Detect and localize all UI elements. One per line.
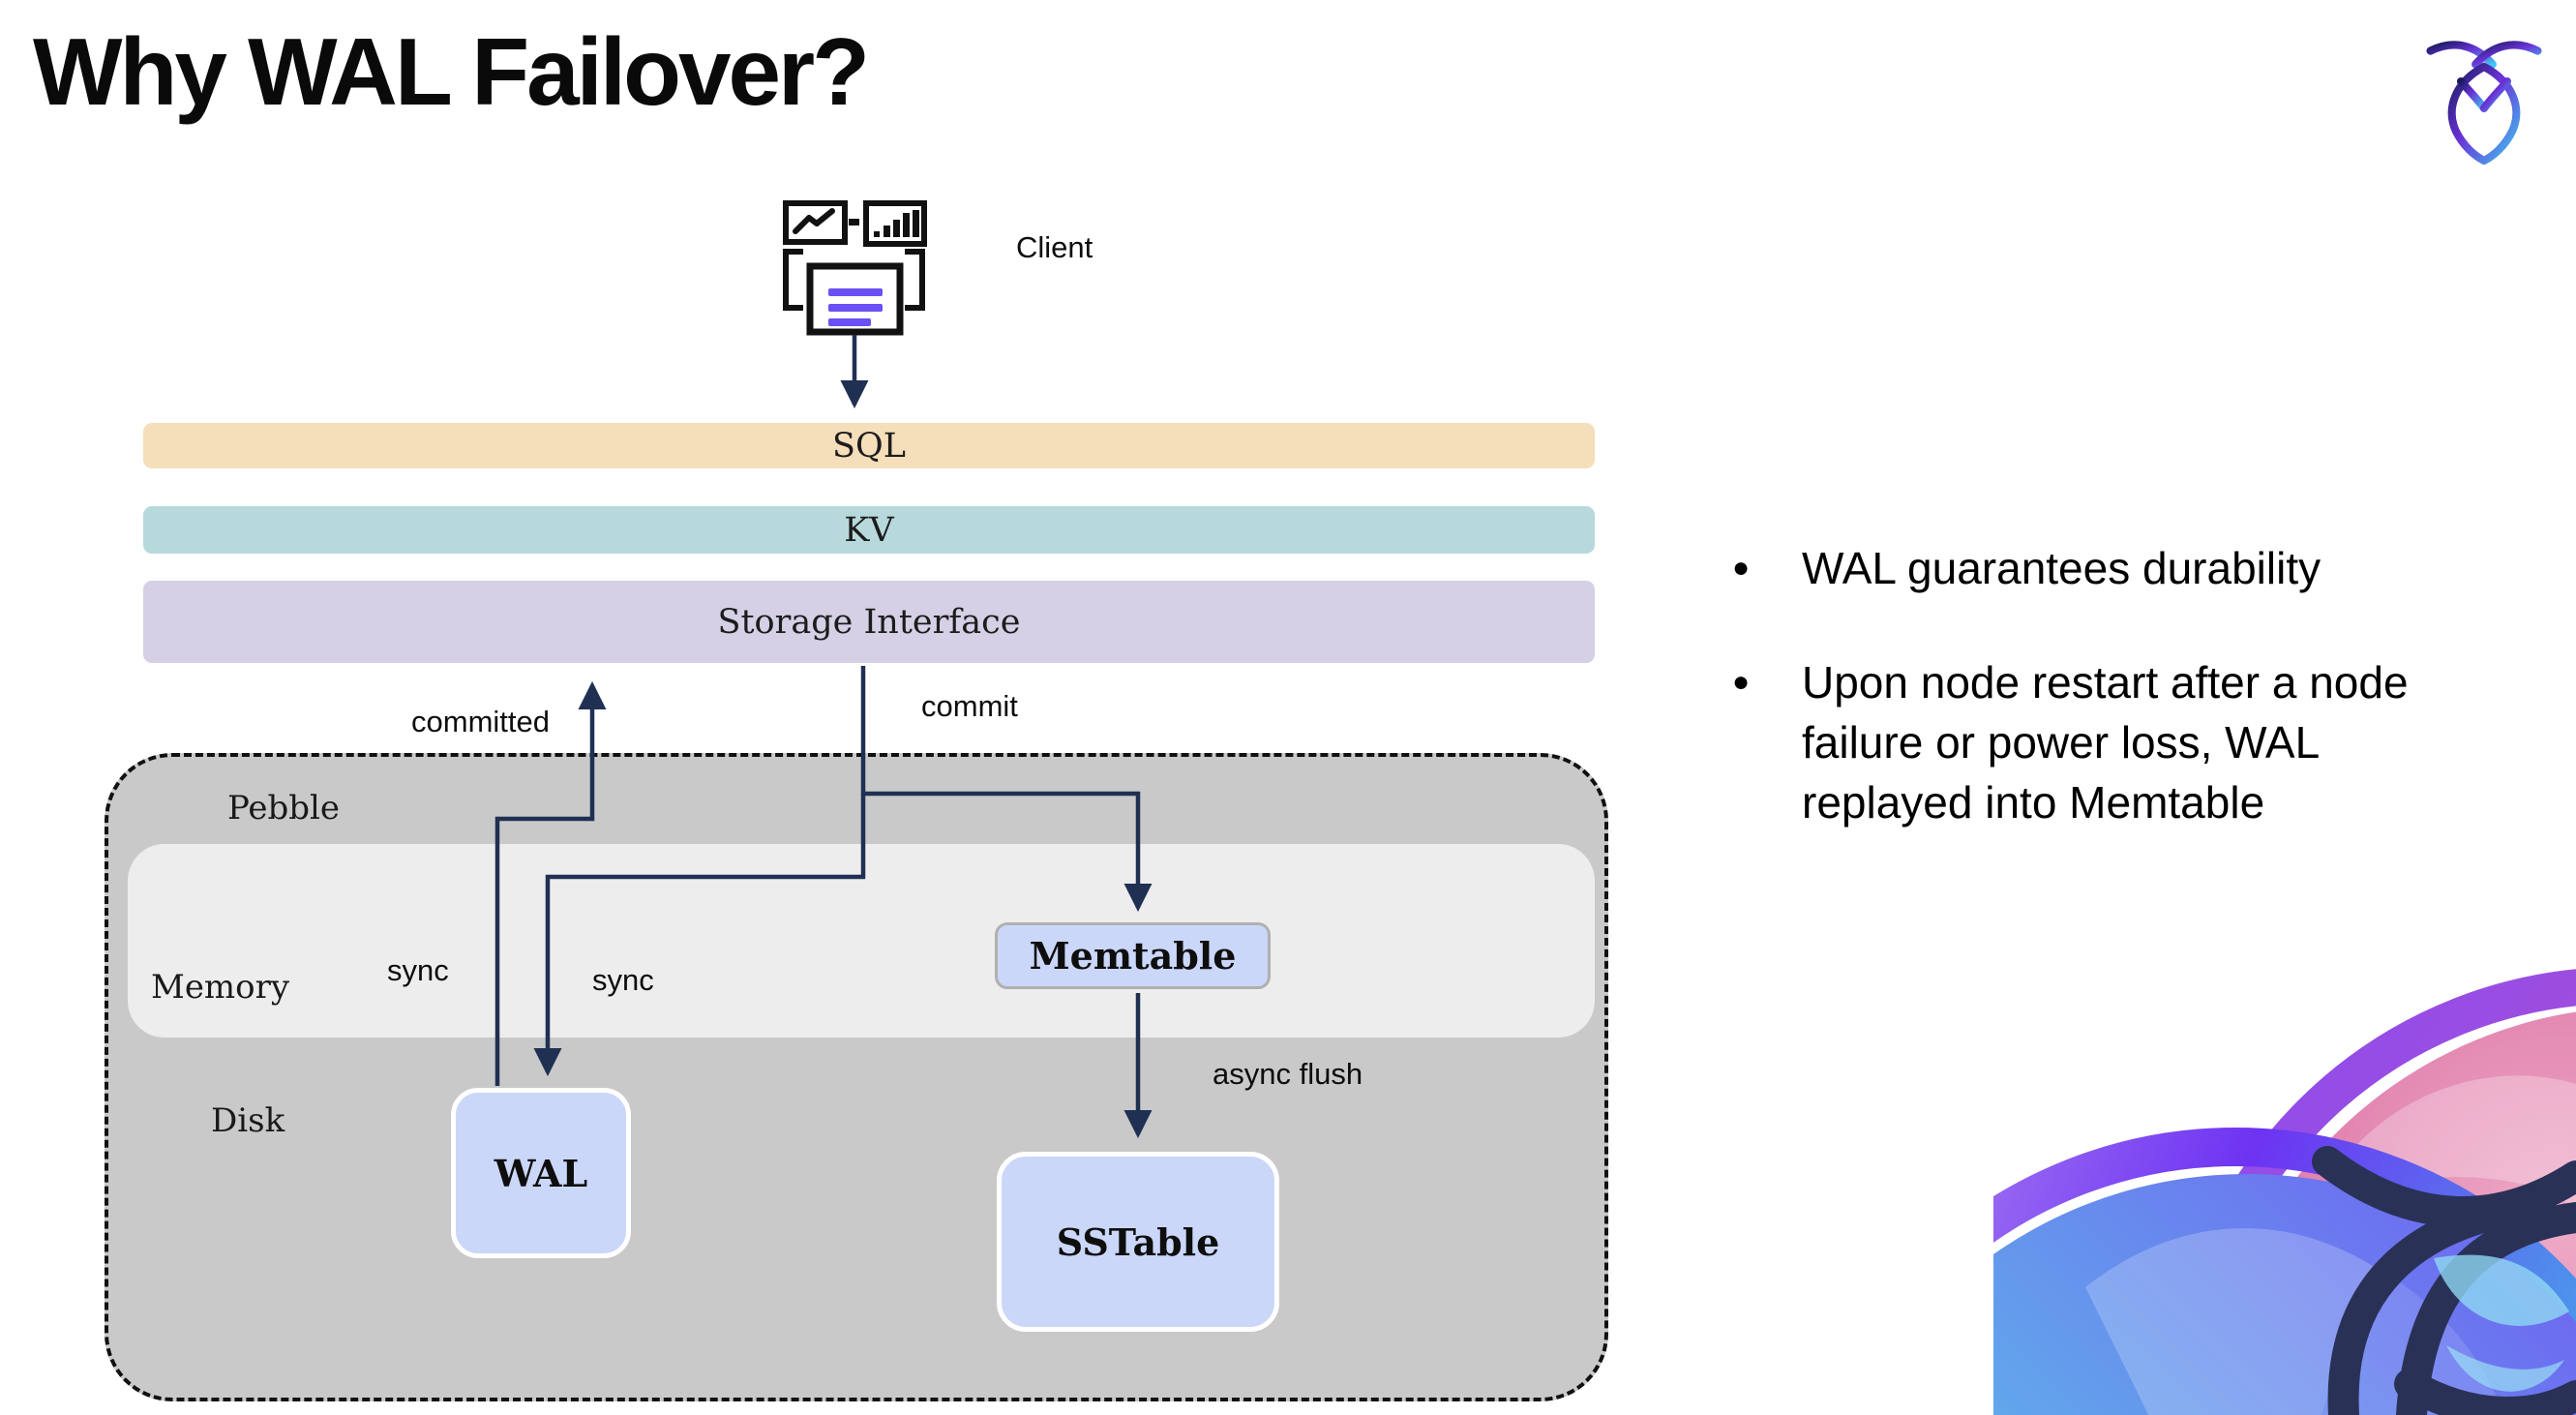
bullet-text: WAL guarantees durability [1802, 543, 2321, 593]
memtable-label: Memtable [1029, 934, 1237, 978]
memory-band [128, 844, 1595, 1038]
list-item: ● WAL guarantees durability [1732, 538, 2535, 598]
wal-box: WAL [451, 1088, 631, 1258]
list-item: ● Upon node restart after a node failure… [1732, 652, 2535, 832]
cockroach-brand-artwork [1993, 969, 2576, 1415]
layer-storage-label: Storage Interface [717, 602, 1021, 642]
page-title: Why WAL Failover? [33, 18, 870, 125]
disk-label: Disk [211, 1101, 285, 1140]
layer-sql-label: SQL [832, 426, 906, 466]
memory-label: Memory [151, 968, 290, 1007]
client-label: Client [1016, 230, 1093, 264]
commit-label: commit [921, 689, 1018, 723]
async-flush-label: async flush [1213, 1057, 1363, 1091]
line-chart-icon [783, 200, 848, 245]
layer-kv: KV [143, 506, 1595, 554]
bullet-dot: ● [1732, 666, 1751, 698]
sstable-label: SSTable [1056, 1219, 1220, 1264]
minus-connector [849, 219, 859, 226]
pebble-label: Pebble [227, 789, 340, 828]
wal-label: WAL [494, 1151, 588, 1195]
memtable-box: Memtable [995, 922, 1271, 989]
bullet-dot: ● [1732, 552, 1751, 584]
sstable-box: SSTable [997, 1152, 1279, 1332]
bullet-text: Upon node restart after a node failure o… [1802, 657, 2409, 828]
committed-label: committed [411, 705, 550, 738]
bracket-frame [783, 249, 925, 311]
client-workstation-icon [783, 200, 927, 336]
bullet-list: ● WAL guarantees durability ● Upon node … [1732, 538, 2535, 832]
sync-label-lower: sync [592, 963, 654, 997]
sync-label-upper: sync [387, 953, 449, 987]
cockroachdb-logo-icon [2426, 41, 2542, 165]
layer-kv-label: KV [844, 510, 894, 550]
layer-storage-interface: Storage Interface [143, 581, 1595, 663]
layer-sql: SQL [143, 423, 1595, 468]
